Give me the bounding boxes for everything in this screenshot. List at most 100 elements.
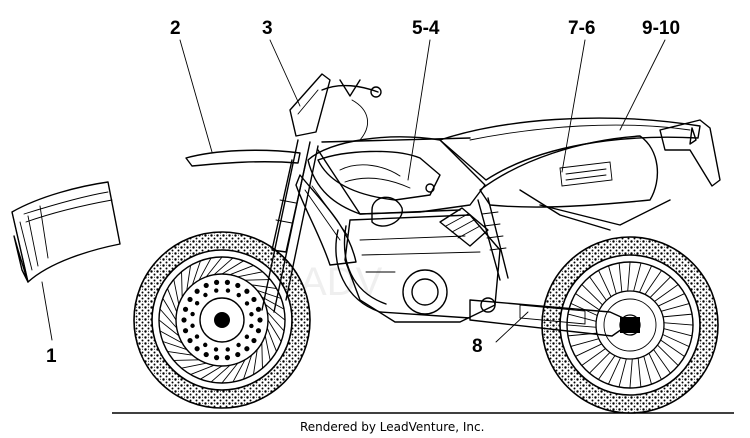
disc-hole xyxy=(213,279,220,285)
callout-5-4: 5-4 xyxy=(412,18,440,39)
disc-hole xyxy=(194,288,200,294)
spoke xyxy=(267,319,282,343)
spoke xyxy=(159,308,178,329)
spoke xyxy=(191,260,201,286)
disc-hole xyxy=(181,317,187,323)
spoke xyxy=(162,341,188,351)
callout-8: 8 xyxy=(472,336,483,357)
leader-3 xyxy=(269,39,301,107)
spoke xyxy=(232,359,246,383)
disc-hole xyxy=(244,288,250,294)
exhaust-pipe xyxy=(335,225,471,319)
callout-1: 1 xyxy=(46,346,57,367)
callout-9-10: 9-10 xyxy=(642,18,680,39)
disc-hole xyxy=(244,346,250,352)
disc-hole xyxy=(203,292,208,298)
disc-hole xyxy=(236,292,241,298)
disc-hole xyxy=(213,347,219,352)
number-plate xyxy=(289,73,331,137)
front-forks xyxy=(261,139,319,313)
disc-hole xyxy=(194,301,200,306)
spoke xyxy=(162,297,177,321)
disc-hole xyxy=(244,334,250,339)
disc-hole xyxy=(194,334,200,339)
disc-hole xyxy=(257,317,263,323)
rear-shock xyxy=(477,189,671,281)
spoke xyxy=(189,364,215,375)
spoke xyxy=(198,257,212,281)
tool-pouch xyxy=(11,181,121,283)
engine xyxy=(344,196,501,323)
disc-hole xyxy=(224,279,231,285)
disc-hole xyxy=(244,301,250,306)
disc-hole xyxy=(225,288,231,293)
disc-hole xyxy=(203,351,209,358)
leader-2 xyxy=(179,39,213,153)
callout-3: 3 xyxy=(262,18,273,39)
disc-hole xyxy=(255,328,262,334)
spoke xyxy=(264,335,271,361)
spoke xyxy=(166,350,193,356)
disc-hole xyxy=(182,306,189,312)
front-wheel xyxy=(133,231,311,409)
disc-hole xyxy=(236,342,241,348)
callout-7-6: 7-6 xyxy=(568,18,595,39)
disc-hole xyxy=(213,355,220,361)
disc-hole xyxy=(251,296,257,303)
callout-2: 2 xyxy=(170,18,181,39)
disc-hole xyxy=(203,342,208,348)
frame xyxy=(317,137,471,215)
spoke xyxy=(199,365,223,380)
spoke xyxy=(244,279,271,281)
rear-fender xyxy=(659,119,721,187)
spoke xyxy=(261,296,285,310)
disc-hole xyxy=(224,355,231,361)
leader-9-10 xyxy=(619,39,666,131)
disc-hole xyxy=(194,346,200,352)
handlebar xyxy=(321,79,382,141)
spoke xyxy=(173,359,200,361)
spoke xyxy=(221,362,239,384)
seat xyxy=(439,117,701,181)
spoke xyxy=(159,330,183,344)
spoke xyxy=(237,271,263,278)
disc-hole xyxy=(214,288,219,293)
spoke xyxy=(167,287,178,313)
disc-hole xyxy=(203,282,209,289)
disc-hole xyxy=(249,312,254,317)
render-credit: Rendered by LeadVenture, Inc. xyxy=(300,420,484,434)
spoke xyxy=(266,327,277,353)
disc-hole xyxy=(190,323,195,328)
disc-hole xyxy=(249,323,254,329)
spoke xyxy=(229,265,255,276)
watermark: ADV xyxy=(300,260,383,304)
disc-hole xyxy=(235,351,241,358)
disc-hole xyxy=(235,282,241,289)
disc-hole xyxy=(190,311,195,317)
spoke xyxy=(181,271,183,298)
rear-side-cover xyxy=(479,135,659,208)
spoke xyxy=(252,349,258,376)
spoke xyxy=(213,257,234,276)
front-fender xyxy=(185,149,301,167)
disc-hole xyxy=(187,296,193,303)
disc-hole xyxy=(255,306,262,312)
disc-hole xyxy=(225,347,230,352)
disc-hole xyxy=(187,337,193,344)
spoke xyxy=(158,319,180,337)
leader-lines xyxy=(41,39,666,343)
fuel-tank-shroud xyxy=(307,136,486,215)
spoke xyxy=(186,264,192,291)
spoke xyxy=(261,342,263,369)
spoke xyxy=(181,362,207,369)
disc-hole xyxy=(182,328,189,334)
spoke xyxy=(210,364,231,383)
spoke xyxy=(221,260,245,275)
leader-8 xyxy=(495,311,529,343)
leader-7-6 xyxy=(561,39,586,173)
spoke xyxy=(264,303,286,321)
rear-wheel xyxy=(541,236,719,414)
leader-1 xyxy=(41,281,53,341)
spoke xyxy=(243,354,253,380)
